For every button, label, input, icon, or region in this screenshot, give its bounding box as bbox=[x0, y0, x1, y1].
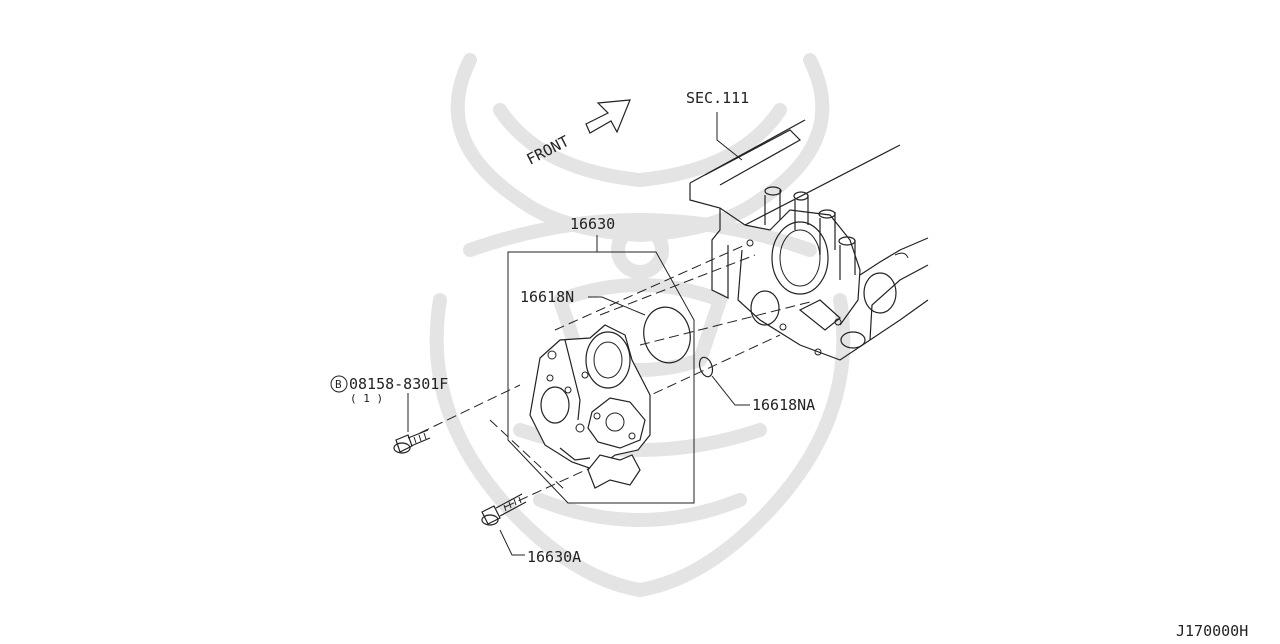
callout-bolt-flange-marker: B bbox=[335, 378, 342, 391]
assembly-guide-lines bbox=[419, 244, 811, 508]
front-arrow-icon bbox=[585, 99, 631, 134]
bolt-type-marker bbox=[330, 375, 348, 393]
cylinder-head-drawing bbox=[689, 119, 929, 361]
callout-assembly: 16630 bbox=[570, 215, 615, 233]
callout-bolt-flange: 08158-8301F bbox=[349, 375, 448, 393]
assembly-bracket: 16630 bbox=[507, 215, 695, 504]
section-ref-label: SEC.111 bbox=[686, 89, 749, 107]
callout-gasket-large: 16618N bbox=[520, 288, 574, 306]
housing-drawing bbox=[529, 324, 651, 489]
gasket-small: 16618NA bbox=[698, 356, 815, 414]
flange-bolt: B 08158-8301F ( 1 ) bbox=[330, 375, 448, 454]
callout-bolt: 16630A bbox=[527, 548, 581, 566]
watermark-logo bbox=[429, 53, 851, 597]
front-direction-indicator: FRONT bbox=[524, 99, 631, 169]
section-ref-callout: SEC.111 bbox=[686, 89, 749, 161]
figure-code: J170000H bbox=[1176, 622, 1248, 639]
callout-bolt-flange-qty: ( 1 ) bbox=[350, 392, 383, 405]
callout-gasket-small: 16618NA bbox=[752, 396, 815, 414]
housing-bolt: 16630A bbox=[481, 493, 581, 566]
gasket-large: 16618N bbox=[520, 288, 691, 364]
